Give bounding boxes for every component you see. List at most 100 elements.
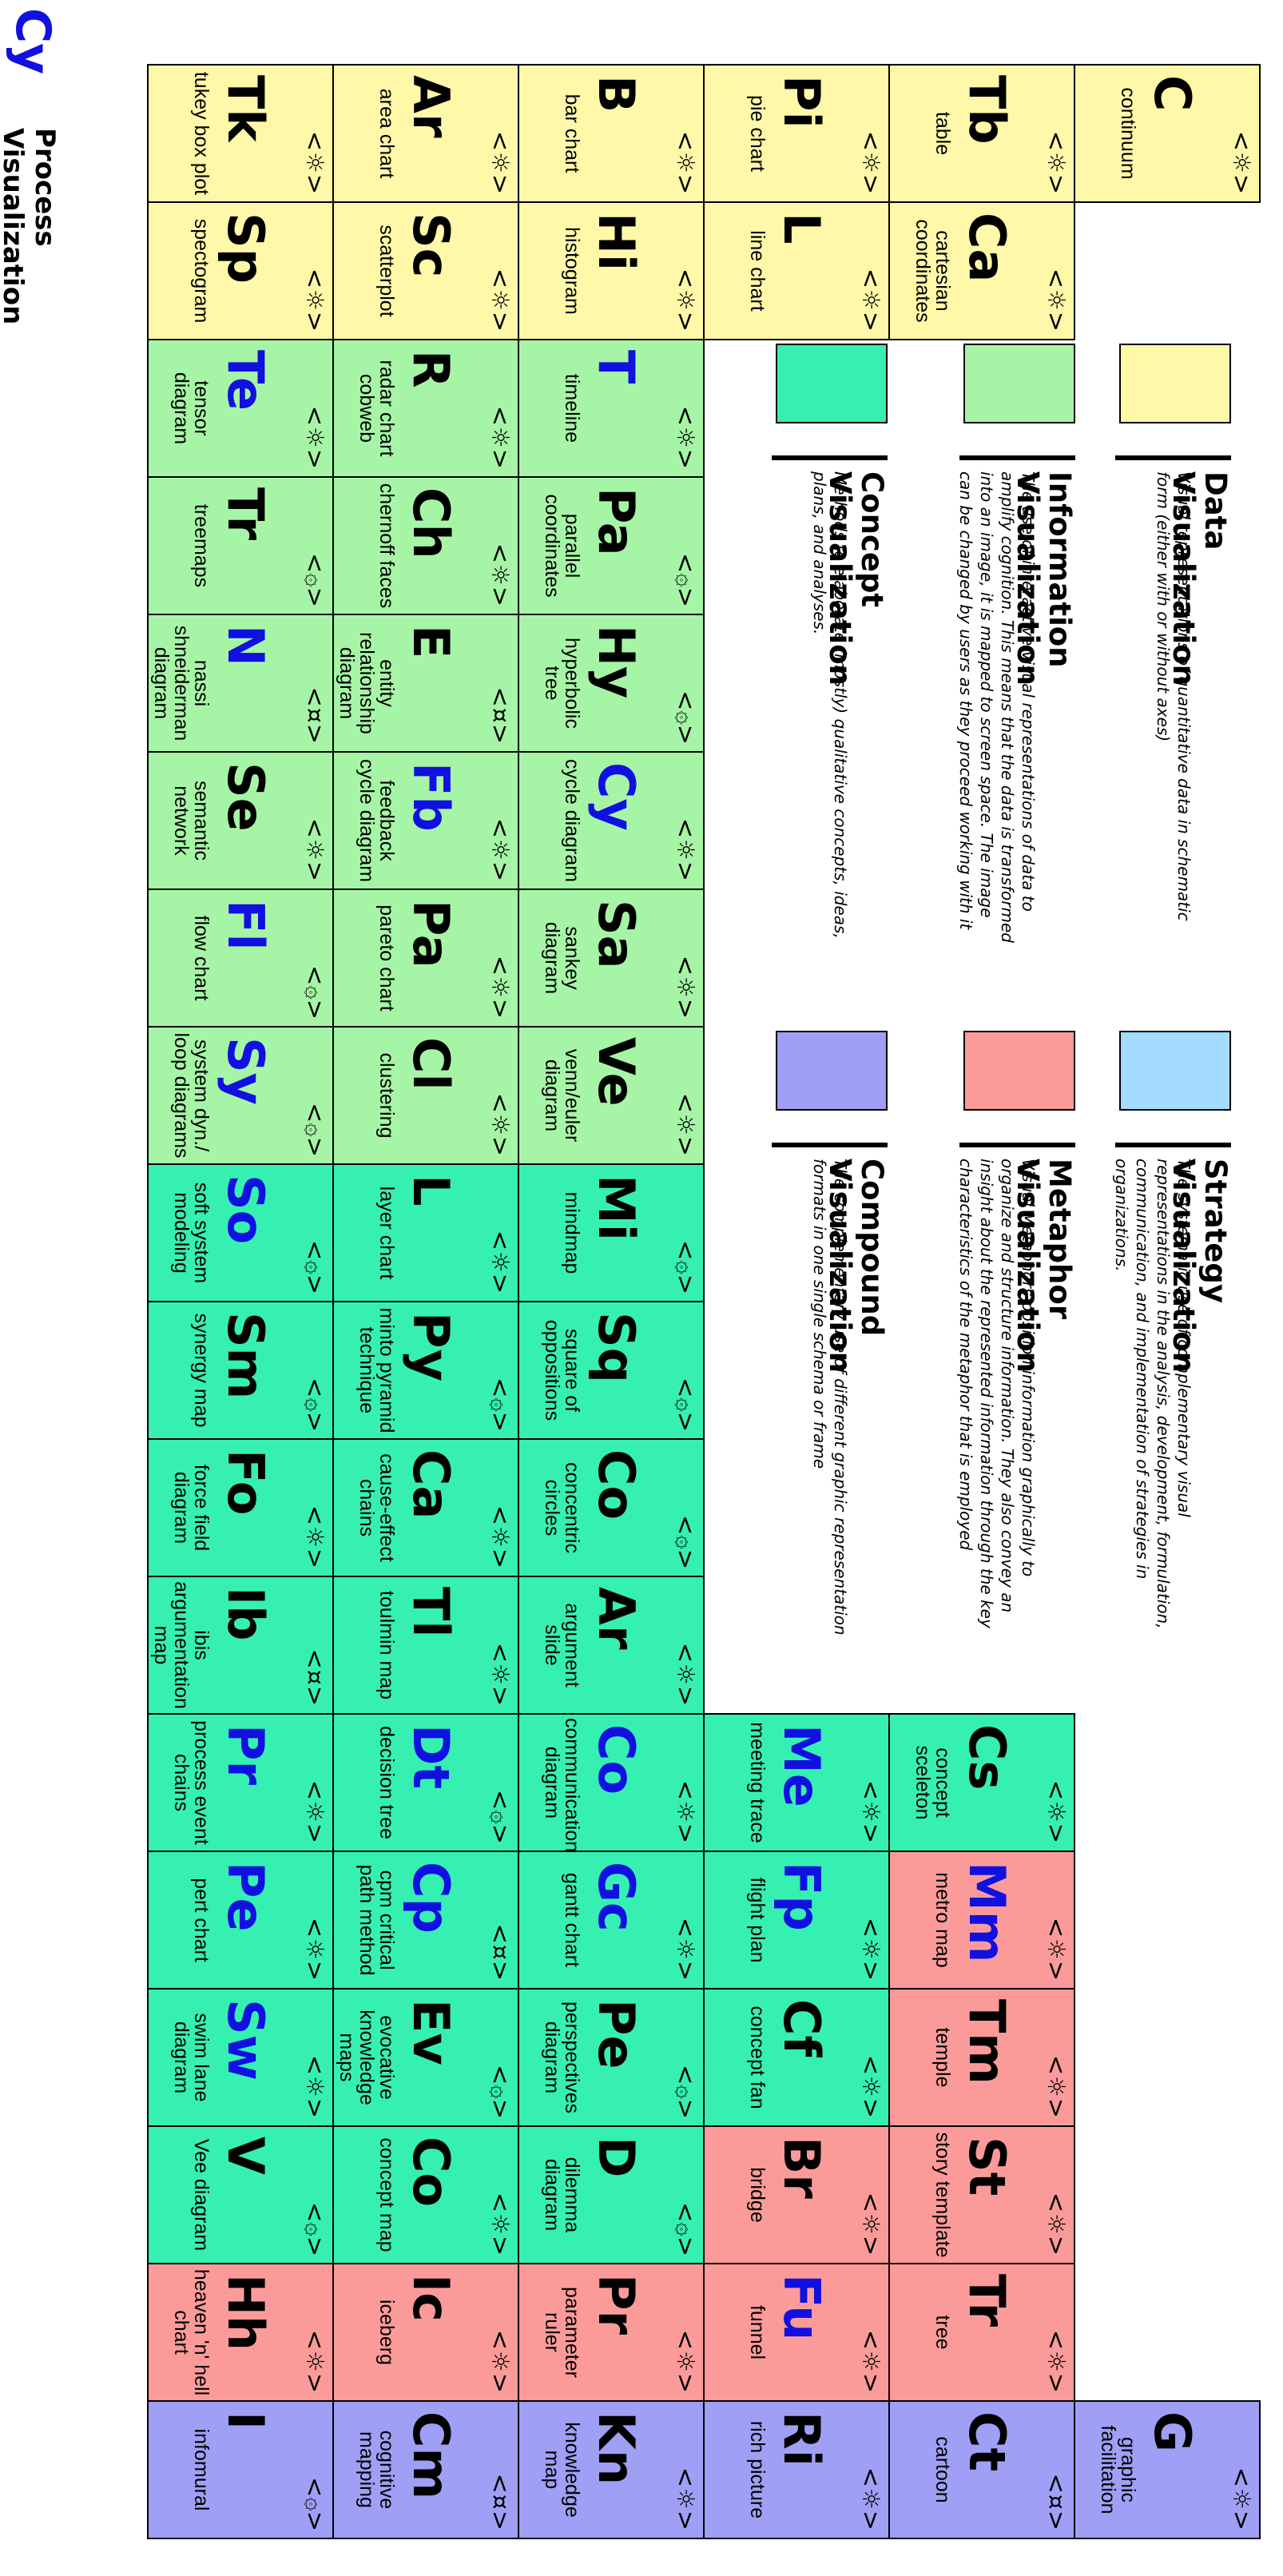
sun-icon: <☼>	[486, 817, 514, 882]
sun-icon: <☼>	[856, 2192, 884, 2256]
element-symbol: Ca	[402, 1449, 460, 1520]
element-name: sankey diagram	[541, 921, 583, 995]
element-name: minto pyramid technique	[356, 1307, 398, 1433]
element-symbol: Ri	[773, 2411, 831, 2467]
element-name: cause-effect chains	[356, 1453, 398, 1562]
element-name: histogram	[561, 227, 583, 315]
element-name: funnel	[746, 2304, 769, 2360]
element-symbol: Sq	[587, 1312, 645, 1384]
legend-description: The complementary use of different graph…	[810, 1159, 850, 1636]
element-name: temple	[931, 2027, 954, 2088]
element-symbol: Fo	[216, 1449, 275, 1516]
element-name: entity relationship diagram	[336, 632, 398, 734]
element-name: chernoff faces	[375, 483, 398, 609]
element-symbol: Ib	[216, 1587, 275, 1641]
sun-icon: <☼>	[671, 268, 699, 332]
element-name: square of oppositions	[541, 1319, 583, 1421]
sun-icon: <☼>	[300, 130, 328, 195]
legend-swatch	[776, 344, 888, 423]
sun-icon: <☼>	[486, 2329, 514, 2394]
element-symbol: Ve	[587, 1037, 645, 1107]
legend-divider	[772, 1143, 888, 1147]
sun-icon: <☼>	[856, 130, 884, 195]
gear-icon: <۞>	[300, 1103, 328, 1157]
sun-icon: <☼>	[856, 1917, 884, 1982]
element-symbol: Pr	[587, 2274, 645, 2335]
element-name: pareto chart	[375, 904, 398, 1012]
footer-line2: Visualization	[0, 128, 29, 325]
element-name: soft system modeling	[170, 1182, 213, 1284]
legend-divider	[772, 455, 888, 460]
element-symbol: Cm	[402, 2411, 460, 2500]
element-name: semantic network	[170, 780, 213, 861]
element-symbol: Ic	[402, 2274, 460, 2322]
footer-label: Process Visualization	[0, 128, 61, 324]
element-name: communication diagram	[541, 1718, 583, 1852]
element-symbol: Cs	[958, 1724, 1016, 1791]
sun-icon: <☼>	[671, 2329, 699, 2394]
element-symbol: Mi	[587, 1175, 645, 1241]
element-symbol: Tr	[216, 487, 275, 541]
sun-icon: <☼>	[671, 2467, 699, 2531]
sun-icon: <☼>	[300, 1505, 328, 1569]
legend-swatch	[963, 1031, 1075, 1111]
element-symbol: Tm	[958, 1999, 1016, 2085]
sun-icon: <☼>	[300, 2054, 328, 2119]
sun-icon: <☼>	[1042, 2329, 1070, 2394]
gear-icon: <۞>	[300, 2477, 328, 2531]
sun-icon: <☼>	[1042, 1917, 1070, 1982]
element-symbol: E	[402, 625, 460, 659]
element-symbol: L	[773, 213, 831, 244]
element-name: line chart	[746, 230, 769, 312]
sun-icon: <☼>	[300, 1779, 328, 1844]
currency-icon: <¤>	[1042, 2473, 1070, 2531]
element-symbol: Fb	[402, 762, 460, 832]
sun-icon: <☼>	[486, 1230, 514, 1294]
element-name: tree	[931, 2315, 954, 2350]
element-name: force field diagram	[170, 1464, 213, 1552]
element-name: tukey box plot	[190, 71, 213, 196]
gear-icon: <۞>	[671, 553, 699, 607]
footer-symbol: Cy	[5, 8, 61, 75]
element-symbol: N	[216, 625, 275, 666]
element-name: timeline	[561, 373, 583, 443]
gear-icon: <۞>	[671, 690, 699, 745]
element-name: infomural	[190, 2428, 213, 2511]
element-name: rich picture	[746, 2420, 769, 2519]
element-name: clustering	[375, 1052, 398, 1139]
element-symbol: Sa	[587, 900, 645, 969]
element-name: nassi shneiderman diagram	[150, 625, 213, 741]
element-name: metro map	[931, 1872, 954, 1968]
sun-icon: <☼>	[486, 1505, 514, 1569]
legend-description: Visual Metaphors position information gr…	[956, 1159, 1038, 1628]
element-symbol: Dt	[402, 1724, 460, 1790]
gear-icon: <۞>	[671, 2202, 699, 2256]
